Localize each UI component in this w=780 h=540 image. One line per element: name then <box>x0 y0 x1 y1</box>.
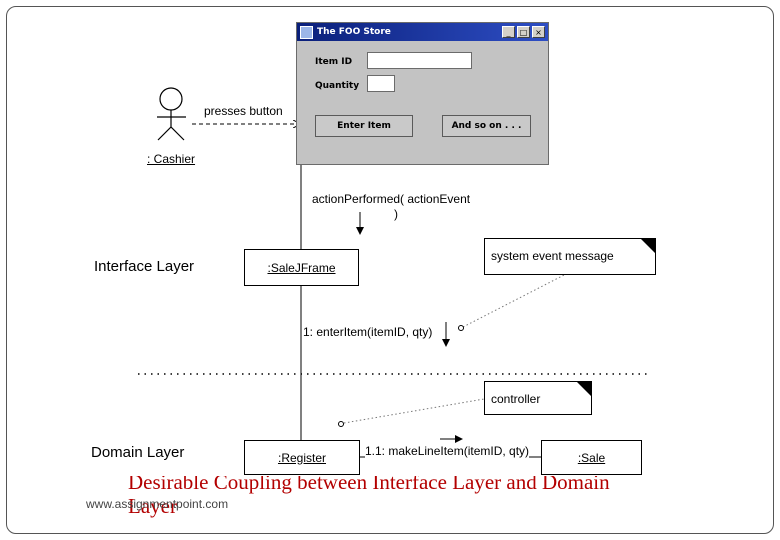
and-so-on-button[interactable]: And so on . . . <box>442 115 531 137</box>
note-fold-icon <box>576 381 592 397</box>
app-icon <box>300 25 313 39</box>
controller-note-connector <box>343 398 485 424</box>
maximize-button[interactable]: □ <box>517 26 530 38</box>
minimize-button[interactable]: _ <box>502 26 515 38</box>
close-button[interactable]: × <box>532 26 545 38</box>
action-performed-label: actionPerformed( actionEvent <box>312 192 471 206</box>
controller-note-text: controller <box>491 392 541 406</box>
slide-title-line2: Layer <box>128 494 177 518</box>
foo-store-window: The FOO Store _ □ × Item ID Quantity Ent… <box>296 22 549 165</box>
presses-button-label: presses button <box>204 104 283 118</box>
watermark-text: www.assignmentpoint.com <box>86 497 229 511</box>
window-titlebar[interactable]: The FOO Store _ □ × <box>297 23 548 41</box>
register-label: :Register <box>277 450 327 465</box>
make-line-item-message: 1.1: makeLineItem(itemID, qty) <box>365 444 530 458</box>
item-id-field[interactable] <box>367 52 472 69</box>
interface-layer-label: Interface Layer <box>94 258 195 275</box>
system-event-note: system event message <box>484 238 656 275</box>
note-fold-icon <box>640 238 656 254</box>
sale-object: :Sale <box>541 440 642 475</box>
action-performed-close: ) <box>394 207 398 221</box>
enter-item-button[interactable]: Enter Item <box>315 115 413 137</box>
item-id-label: Item ID <box>315 57 353 67</box>
slide-title-line1: Desirable Coupling between Interface Lay… <box>128 470 610 494</box>
controller-note-anchor <box>338 421 344 427</box>
register-object: :Register <box>244 440 360 475</box>
salejframe-label: :SaleJFrame <box>267 260 336 275</box>
domain-layer-label: Domain Layer <box>91 444 185 461</box>
enter-item-message: 1: enterItem(itemID, qty) <box>303 325 433 339</box>
controller-note: controller <box>484 381 592 415</box>
sale-label: :Sale <box>577 450 606 465</box>
salejframe-object: :SaleJFrame <box>244 249 359 286</box>
system-note-connector <box>462 273 567 328</box>
cashier-label: : Cashier <box>147 152 196 166</box>
quantity-label: Quantity <box>315 81 360 91</box>
cashier-actor-icon <box>157 87 186 141</box>
slide-frame <box>6 6 774 534</box>
quantity-field[interactable] <box>367 75 395 92</box>
window-title: The FOO Store <box>317 27 391 37</box>
system-event-note-text: system event message <box>491 249 614 263</box>
system-note-anchor <box>458 325 464 331</box>
